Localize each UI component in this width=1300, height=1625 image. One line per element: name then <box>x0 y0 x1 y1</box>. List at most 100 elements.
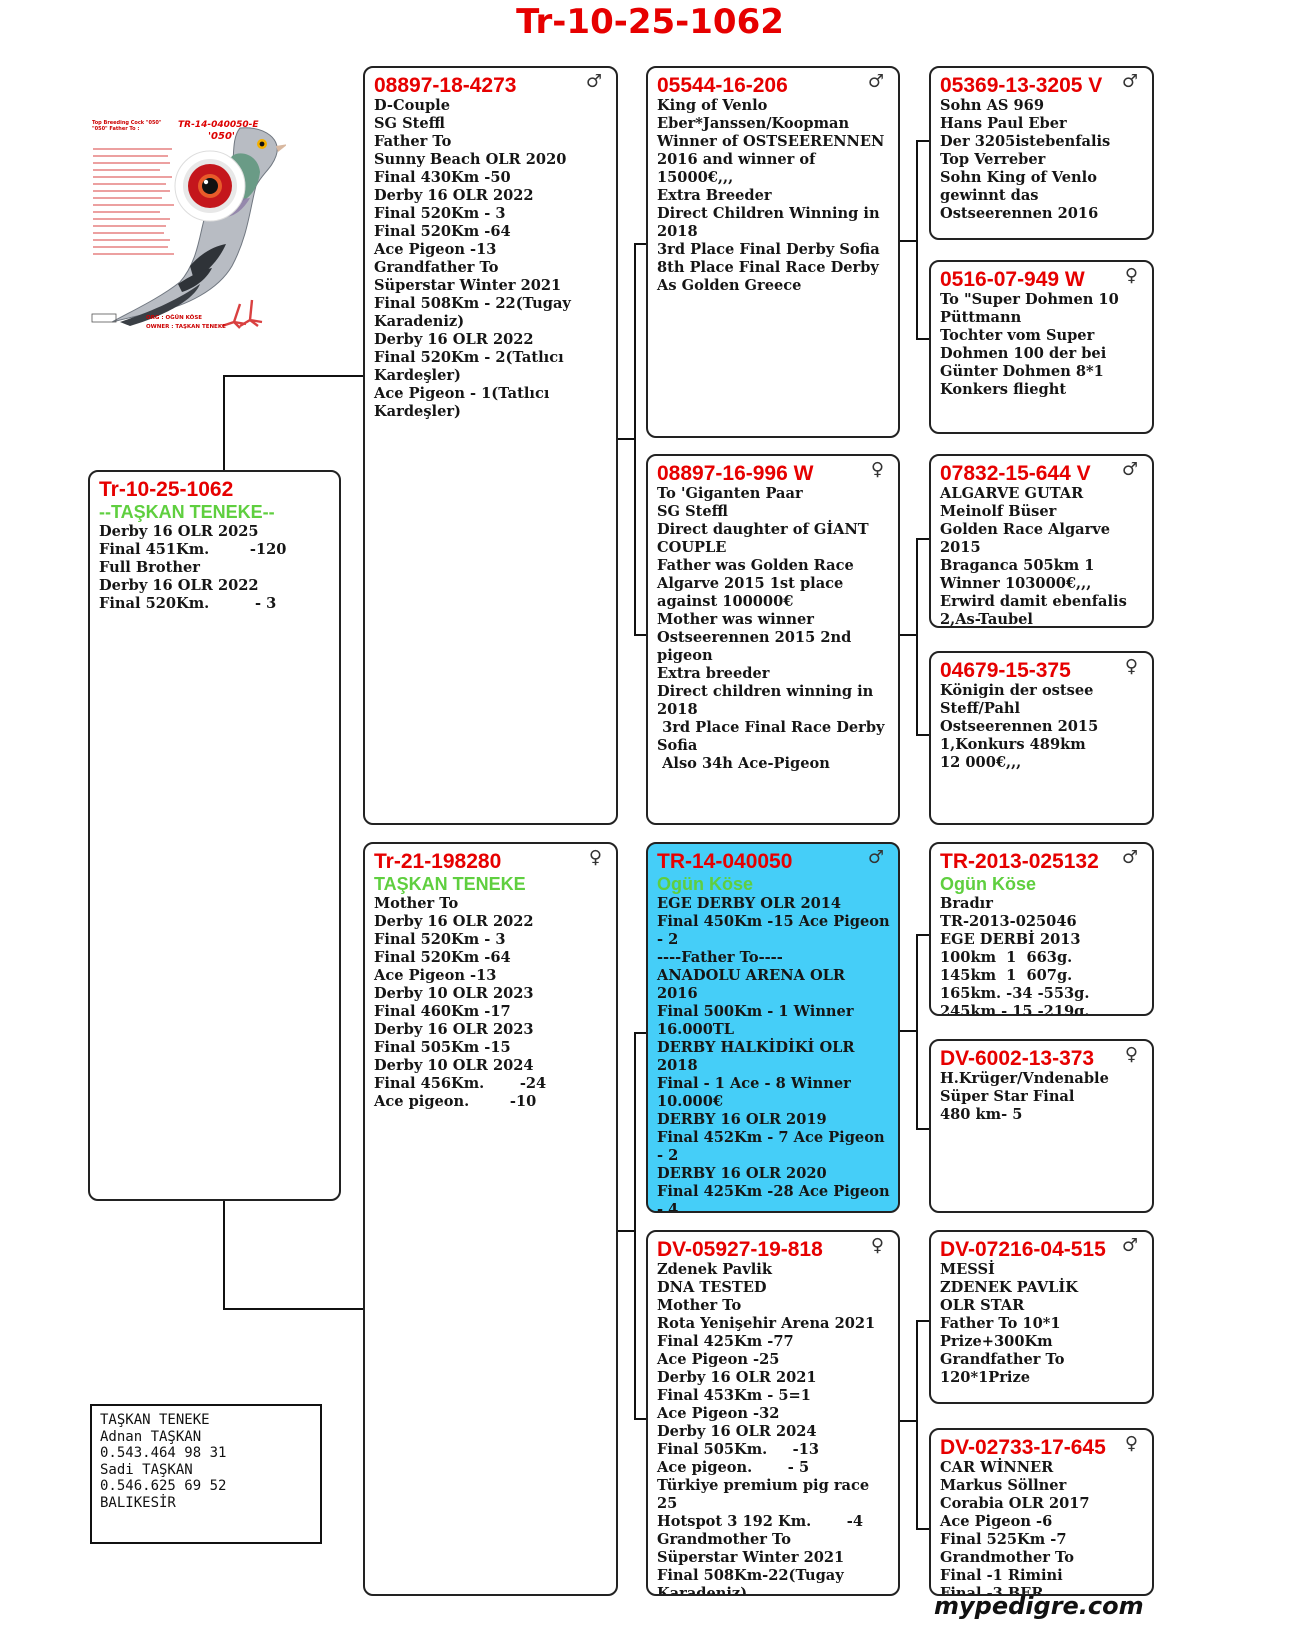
detail-line: DERBY 16 OLR 2019 <box>657 1111 827 1128</box>
connector-sire-vertical <box>634 243 636 636</box>
ssd-card[interactable]: 0516-07-949 W ♀ To "Super Dohmen 10 Pütt… <box>929 260 1154 434</box>
detail-line: Markus Söllner <box>940 1477 1067 1494</box>
detail-line: Extra breeder <box>657 665 770 682</box>
connector-subject-sire <box>223 375 363 377</box>
detail-line: Ace Pigeon -25 <box>657 1351 780 1368</box>
connector-dam-vertical <box>634 1032 636 1420</box>
connector-dd-dds <box>916 1320 930 1322</box>
detail-line: Final 425Km -77 <box>657 1333 794 1350</box>
detail-line: D-Couple <box>374 97 450 114</box>
connector-sd-stub <box>898 634 918 636</box>
detail-line: Grandfather To <box>374 259 499 276</box>
owner-name: TAŞKAN TENEKE <box>374 874 526 894</box>
subject-card[interactable]: Tr-10-25-1062 --TAŞKAN TENEKE-- Derby 16… <box>88 470 341 1201</box>
detail-line: King of Venlo <box>657 97 768 114</box>
detail-line: Father was Golden Race Algarve 2015 1st … <box>657 557 859 610</box>
detail-line: ALGARVE GUTAR <box>940 485 1084 502</box>
detail-line: Final 520Km - 3 <box>374 205 506 222</box>
detail-line: Final 505Km -15 <box>374 1039 511 1056</box>
female-symbol-icon: ♀ <box>1124 656 1138 677</box>
photo-ring-label: TR-14-040050-E <box>178 120 259 130</box>
male-symbol-icon: ♂ <box>1121 459 1138 480</box>
detail-line: ZDENEK PAVLİK <box>940 1279 1078 1296</box>
detail-line: Königin der ostsee <box>940 682 1094 699</box>
detail-line: Father To <box>374 133 452 150</box>
detail-line: Derby 16 OLR 2022 <box>374 331 534 348</box>
female-symbol-icon: ♀ <box>870 1235 884 1256</box>
detail-line: Full Brother <box>99 559 200 576</box>
detail-line: ANADOLU ARENA OLR 2016 <box>657 967 851 1002</box>
detail-line: Hans Paul Eber <box>940 115 1067 132</box>
detail-line: Eber*Janssen/Koopman <box>657 115 850 132</box>
connector-ds-dss <box>916 934 930 936</box>
male-symbol-icon: ♂ <box>867 847 884 868</box>
detail-line: 480 km- 5 <box>940 1106 1023 1123</box>
detail-line: Final 452Km - 7 Ace Pigeon - 2 <box>657 1129 890 1164</box>
detail-line: Direct daughter of GİANT COUPLE <box>657 521 874 556</box>
male-symbol-icon: ♂ <box>1121 1235 1138 1256</box>
owner-name: --TAŞKAN TENEKE-- <box>99 502 275 522</box>
female-symbol-icon: ♀ <box>588 847 602 868</box>
photo-list-heading: Top Breeding Cock "050" <box>92 120 162 126</box>
ring-number: TR-14-040050 <box>657 850 793 873</box>
detail-line: Rota Yenişehir Arena 2021 <box>657 1315 876 1332</box>
detail-line: DERBY 16 OLR 2020 <box>657 1165 827 1182</box>
connector-dam-dd <box>634 1418 648 1420</box>
detail-line: Extra Breeder <box>657 187 772 204</box>
connector-sd-sdd <box>916 734 930 736</box>
detail-line: Derby 16 OLR 2021 <box>657 1369 817 1386</box>
photo-list-sub: "050" Father To : <box>92 126 140 133</box>
detail-line: Final 520Km. - 3 <box>99 595 277 612</box>
detail-line: Final 508Km - 22(Tugay Karadeniz) <box>374 295 576 330</box>
detail-line: 12 000€,,, <box>940 754 1022 771</box>
male-symbol-icon: ♂ <box>867 71 884 92</box>
detail-line: 145km 1 607g. <box>940 967 1073 984</box>
detail-line: Derby 16 OLR 2022 <box>99 577 259 594</box>
detail-line: Mother was winner Ostseerennen 2015 2nd … <box>657 611 857 664</box>
detail-line: Direct Children Winning in 2018 <box>657 205 885 240</box>
dam-sire-card[interactable]: TR-14-040050 ♂ Ogün Köse EGE DERBY OLR 2… <box>646 842 900 1213</box>
detail-line: Final 525Km -7 <box>940 1531 1067 1548</box>
female-symbol-icon: ♀ <box>870 459 884 480</box>
detail-line: Derby 16 OLR 2024 <box>657 1423 817 1440</box>
ring-number: 05369-13-3205 V <box>940 74 1103 97</box>
detail-line: Sunny Beach OLR 2020 <box>374 151 567 168</box>
detail-line: To 'Giganten Paar <box>657 485 803 502</box>
detail-line: Erwird damit ebenfalis <box>940 593 1127 610</box>
detail-line: Father To 10*1 <box>940 1315 1061 1332</box>
photo-owner-label: OWNER : TAŞKAN TENEKE <box>146 324 226 330</box>
detail-line: Grandmother To <box>940 1549 1074 1566</box>
detail-line: Sohn King of Venlo <box>940 169 1097 186</box>
pigeon-photo: Top Breeding Cock "050" "050" Father To … <box>90 116 286 338</box>
owner-name: Ogün Köse <box>657 874 754 894</box>
detail-line: 3rd Place Final Derby Sofia <box>657 241 880 258</box>
connector-dam-ds <box>634 1032 648 1034</box>
contact-line: Adnan TAŞKAN <box>100 1428 202 1445</box>
photo-tag-label: '050' <box>208 131 235 142</box>
detail-line: Final 520Km -64 <box>374 949 511 966</box>
detail-line: 100km 1 663g. <box>940 949 1073 966</box>
contact-line: 0.543.464 98 31 <box>100 1445 227 1461</box>
detail-line: Süperstar Winter 2021 <box>657 1549 845 1566</box>
detail-line: Prize+300Km <box>940 1333 1053 1350</box>
ring-number: Tr-10-25-1062 <box>99 478 234 501</box>
contact-line: 0.546.625 69 52 <box>100 1478 227 1494</box>
female-symbol-icon: ♀ <box>1124 265 1138 286</box>
